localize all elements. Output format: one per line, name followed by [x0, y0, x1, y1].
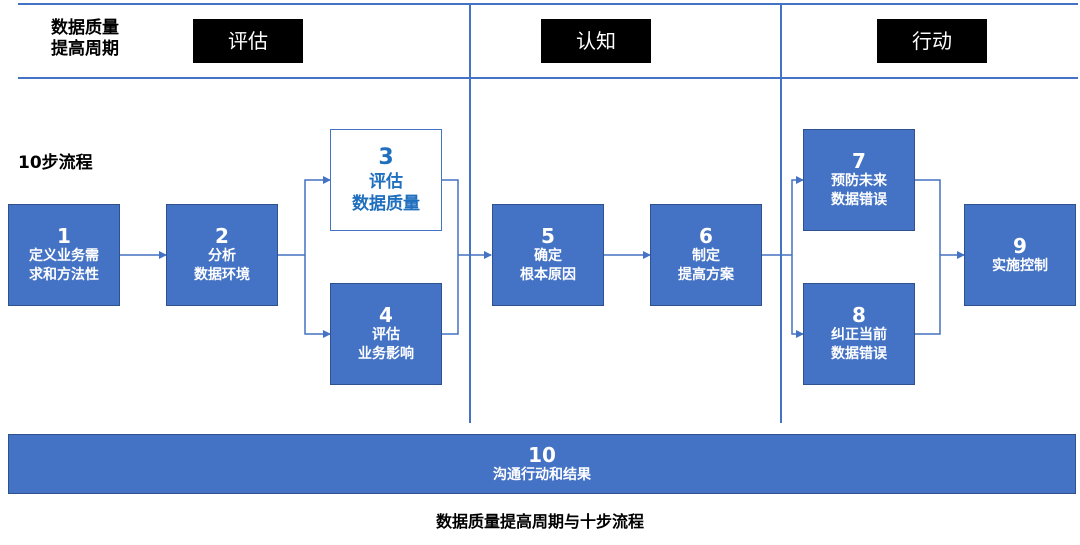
step-number: 10 [528, 442, 556, 467]
step-9-box: 9 实施控制 [964, 204, 1076, 306]
step-label-line: 确定 [534, 248, 562, 264]
step-label-line: 纠正当前 [831, 327, 887, 343]
step-label-line: 评估 [369, 172, 403, 192]
step-5-box: 5 确定 根本原因 [492, 204, 604, 306]
step-label-line: 业务影响 [358, 346, 414, 362]
step-label-line: 分析 [208, 248, 236, 264]
step-1-box: 1 定义业务需 求和方法性 [8, 204, 120, 306]
step-number: 2 [215, 224, 229, 248]
phase-act: 行动 [877, 19, 987, 63]
step-4-box: 4 评估 业务影响 [330, 283, 442, 385]
step-number: 4 [379, 303, 393, 327]
cycle-title-line: 数据质量 [51, 18, 119, 38]
step-label-line: 沟通行动和结果 [493, 466, 591, 483]
step-label: 确定 根本原因 [520, 247, 576, 285]
phase-assess: 评估 [193, 19, 303, 63]
step-number: 6 [699, 224, 713, 248]
arrow-2-3 [304, 176, 331, 255]
step-label: 分析 数据环境 [194, 247, 250, 285]
step-label-line: 实施控制 [992, 257, 1048, 274]
arrow-6-8 [791, 255, 804, 338]
step-6-box: 6 制定 提高方案 [650, 204, 762, 306]
step-label-line: 制定 [692, 248, 720, 264]
divider-assess-aware [469, 3, 471, 423]
step-number: 7 [852, 149, 866, 173]
step-label-line: 数据环境 [194, 267, 250, 283]
step-label-line: 数据质量 [352, 194, 420, 214]
cycle-title-line: 提高周期 [51, 39, 119, 59]
cycle-title: 数据质量 提高周期 [20, 18, 150, 60]
step-label: 沟通行动和结果 [493, 466, 591, 485]
step-label-line: 数据错误 [831, 346, 887, 362]
step-label: 定义业务需 求和方法性 [29, 247, 99, 285]
divider-aware-act [780, 3, 782, 423]
phase-aware: 认知 [541, 19, 651, 63]
arrow-6-7 [791, 176, 804, 255]
step-number: 5 [541, 224, 555, 248]
step-label: 评估 业务影响 [358, 326, 414, 364]
step-7-box: 7 预防未来 数据错误 [803, 129, 915, 231]
step-label-line: 预防未来 [831, 173, 887, 189]
connector-3-merge [442, 179, 459, 255]
connector-8-merge [915, 255, 941, 335]
step-label-line: 求和方法性 [29, 267, 99, 283]
step-8-box: 8 纠正当前 数据错误 [803, 283, 915, 385]
step-label: 预防未来 数据错误 [831, 172, 887, 210]
step-label: 制定 提高方案 [678, 247, 734, 285]
step-label: 实施控制 [992, 257, 1048, 276]
step-label: 评估 数据质量 [352, 171, 420, 215]
step-number: 3 [378, 145, 394, 170]
connector-4-merge [442, 255, 459, 335]
step-number: 9 [1013, 233, 1027, 258]
arrow-2-4 [304, 255, 331, 338]
step-number: 1 [57, 224, 71, 248]
flow-label: 10步流程 [18, 153, 93, 173]
header-top-rule [18, 3, 1078, 5]
step-10-box: 10 沟通行动和结果 [8, 434, 1076, 494]
connector-7-merge [915, 179, 941, 255]
step-label-line: 根本原因 [520, 267, 576, 283]
step-label-line: 提高方案 [678, 267, 734, 283]
header-bottom-rule [18, 77, 1078, 79]
step-number: 8 [852, 303, 866, 327]
step-label-line: 定义业务需 [29, 248, 99, 264]
figure-caption: 数据质量提高周期与十步流程 [435, 512, 644, 531]
step-label-line: 数据错误 [831, 192, 887, 208]
step-label-line: 评估 [372, 327, 400, 343]
step-label: 纠正当前 数据错误 [831, 326, 887, 364]
step-2-box: 2 分析 数据环境 [166, 204, 278, 306]
step-3-box: 3 评估 数据质量 [330, 129, 442, 231]
